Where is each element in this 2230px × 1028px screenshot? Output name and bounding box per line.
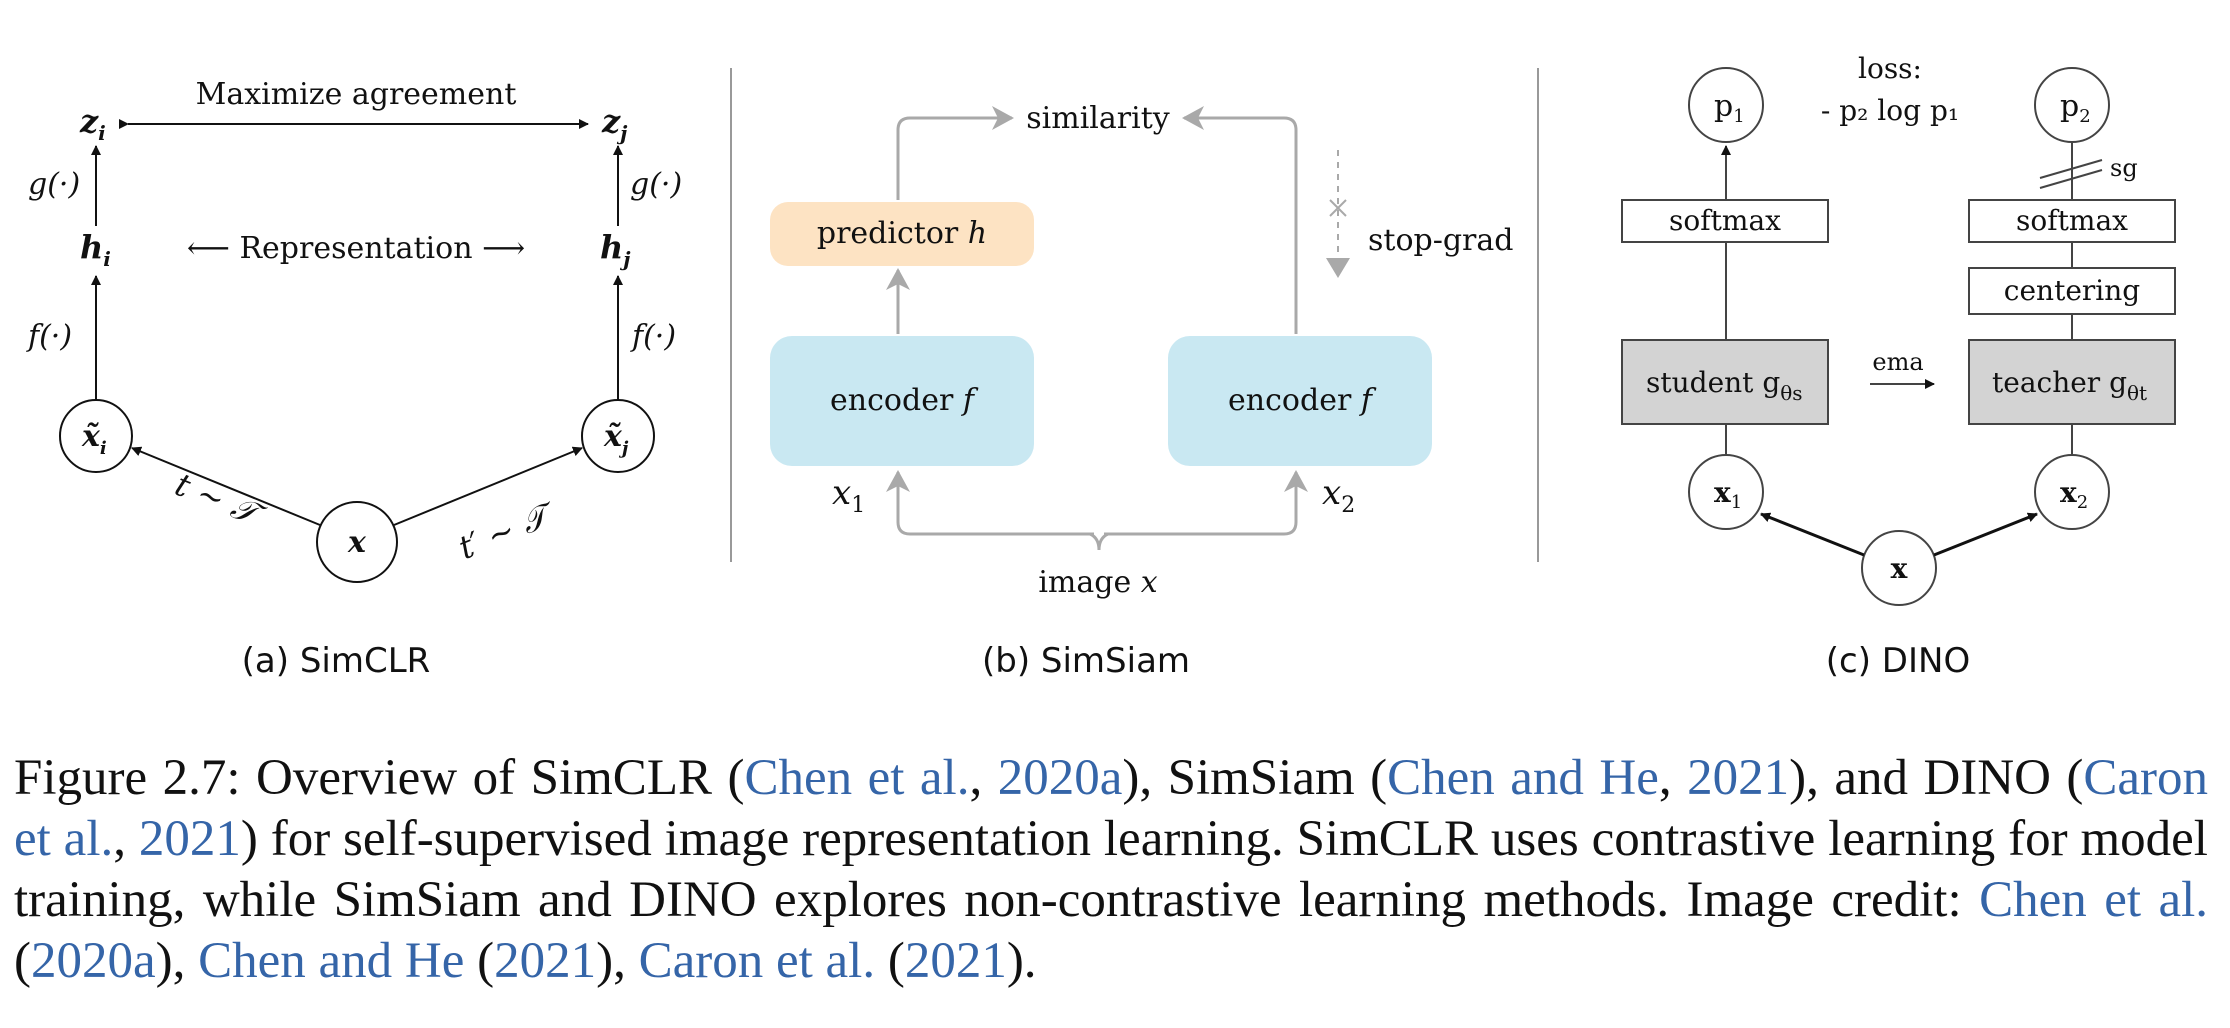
citation-link[interactable]: 2021 (138, 811, 241, 867)
dino-loss-line2: - p₂ log p₁ (1821, 94, 1959, 127)
dino-p2: p2 (2060, 89, 2091, 127)
caption-text: ( (875, 933, 905, 989)
simsiam-right-to-similarity-arrow (1182, 106, 1298, 334)
dino-x-to-x2-arrow (1933, 512, 2038, 557)
simsiam-panel: predictor h encoder f encoder f similari… (770, 101, 1514, 681)
figure-caption: Figure 2.7: Overview of SimCLR (Chen et … (14, 748, 2208, 992)
dino-centering: centering (2004, 274, 2140, 307)
dino-softmax-right-box (1968, 199, 2176, 243)
dino-x1: x1 (1714, 476, 1742, 513)
simsiam-stopgrad-label: stop-grad (1368, 223, 1514, 258)
simclr-t-left-arrow (131, 446, 321, 526)
simclr-sublabel: (a) SimCLR (242, 641, 431, 681)
simclr-panel: Maximize agreement zi zj g(·) g(·) hi hj… (26, 77, 682, 681)
simclr-z-i: zi (79, 102, 106, 145)
simsiam-predictor-label: predictor h (817, 216, 987, 251)
simclr-g-right: g(·) (630, 167, 682, 202)
simclr-xt-i-node (59, 399, 133, 473)
dino-panel: loss: - p₂ log p₁ p1 p2 sg softmax softm… (1621, 52, 2176, 681)
dino-x-to-x1-arrow (1760, 512, 1865, 557)
dino-student: student gθs (1646, 366, 1803, 405)
simclr-x-node (316, 501, 398, 583)
citation-link[interactable]: Caron et al. (638, 933, 876, 989)
dino-softmax-left-box (1621, 199, 1829, 243)
simsiam-image-label: image x (1038, 565, 1157, 600)
simsiam-image-to-x1-arrow (886, 470, 1094, 536)
simclr-f-right: f(·) (630, 319, 676, 354)
simsiam-encoder-left-label: encoder f (830, 383, 979, 418)
simsiam-predictor-box (770, 202, 1034, 266)
dino-x-node (1861, 530, 1937, 606)
dino-loss-line1: loss: (1858, 52, 1922, 85)
caption-text: ), and DINO ( (1789, 750, 2084, 806)
simclr-xt-j-node (581, 399, 655, 473)
caption-text: ), (596, 933, 639, 989)
caption-text: ). (1006, 933, 1037, 989)
citation-link[interactable]: Chen and He (198, 933, 465, 989)
simsiam-image-to-x2-arrow (1104, 470, 1308, 536)
caption-text: Figure 2.7: Overview of SimCLR ( (14, 750, 745, 806)
dino-ema-label: ema (1872, 348, 1923, 376)
simsiam-encoder-right-box (1168, 336, 1432, 466)
citation-link[interactable]: 2021 (1687, 750, 1790, 806)
dino-teacher: teacher gθt (1992, 366, 2147, 405)
citation-link[interactable]: 2021 (494, 933, 597, 989)
simsiam-x2-label: x2 (1322, 473, 1355, 518)
simclr-xt-i: x̃i (81, 419, 107, 459)
dino-x1-node (1688, 454, 1764, 530)
dino-p2-node (2034, 67, 2110, 143)
dino-x: x (1891, 552, 1908, 585)
dino-softmax-left: softmax (1669, 204, 1781, 237)
citation-link[interactable]: Chen and He (1387, 750, 1659, 806)
dino-p1: p1 (1714, 89, 1745, 127)
simclr-t-left: t ∼ 𝒯 (170, 465, 271, 535)
simsiam-sublabel: (b) SimSiam (982, 641, 1190, 681)
dino-sublabel: (c) DINO (1826, 641, 1970, 681)
simclr-h-i: hi (80, 228, 111, 271)
caption-text: ) for self-supervised image representati… (14, 811, 2208, 928)
simclr-f-left: f(·) (26, 319, 72, 354)
dino-x2: x2 (2060, 476, 2088, 513)
dino-p1-node (1688, 67, 1764, 143)
simsiam-similarity-label: similarity (1026, 101, 1170, 136)
caption-text: , (113, 811, 139, 867)
simclr-g-left: g(·) (28, 167, 80, 202)
caption-text: , (969, 750, 998, 806)
caption-text: ), SimSiam ( (1122, 750, 1388, 806)
dino-sg-marks (2039, 159, 2103, 189)
caption-text: ), (155, 933, 199, 989)
caption-text: ( (14, 933, 31, 989)
dino-teacher-box (1968, 339, 2176, 425)
caption-text: ( (464, 933, 495, 989)
simsiam-encoder-right-label: encoder f (1228, 383, 1377, 418)
citation-link[interactable]: Chen et al. (744, 750, 970, 806)
citation-link[interactable]: 2020a (30, 933, 156, 989)
simclr-t-right-arrow (393, 446, 583, 526)
dino-x2-node (2034, 454, 2110, 530)
citation-link[interactable]: 2020a (997, 750, 1123, 806)
simsiam-encoder-left-box (770, 336, 1034, 466)
simsiam-stopgrad-arrowhead (1326, 258, 1350, 278)
dino-sg-label: sg (2110, 154, 2138, 182)
simclr-xt-j: x̃j (603, 419, 629, 459)
simclr-z-j: zj (601, 102, 628, 145)
simsiam-image-brace-tip (1089, 532, 1109, 551)
simsiam-left-to-similarity-arrow (896, 106, 1014, 200)
simclr-h-j: hj (600, 228, 631, 271)
dino-softmax-right: softmax (2016, 204, 2128, 237)
simsiam-stopgrad-cross (1329, 199, 1347, 217)
simclr-x: x (347, 525, 367, 560)
caption-text: , (1658, 750, 1688, 806)
simclr-agreement-label: Maximize agreement (196, 77, 517, 112)
citation-link[interactable]: Caron et al. (14, 750, 2209, 867)
citation-link[interactable]: Chen et al. (1979, 872, 2208, 928)
simclr-t-right: t′ ∼ 𝒯 (453, 494, 561, 567)
simsiam-x1-label: x1 (832, 473, 865, 518)
simclr-representation-label: ⟵ Representation ⟶ (187, 231, 525, 266)
citation-link[interactable]: 2021 (904, 933, 1007, 989)
